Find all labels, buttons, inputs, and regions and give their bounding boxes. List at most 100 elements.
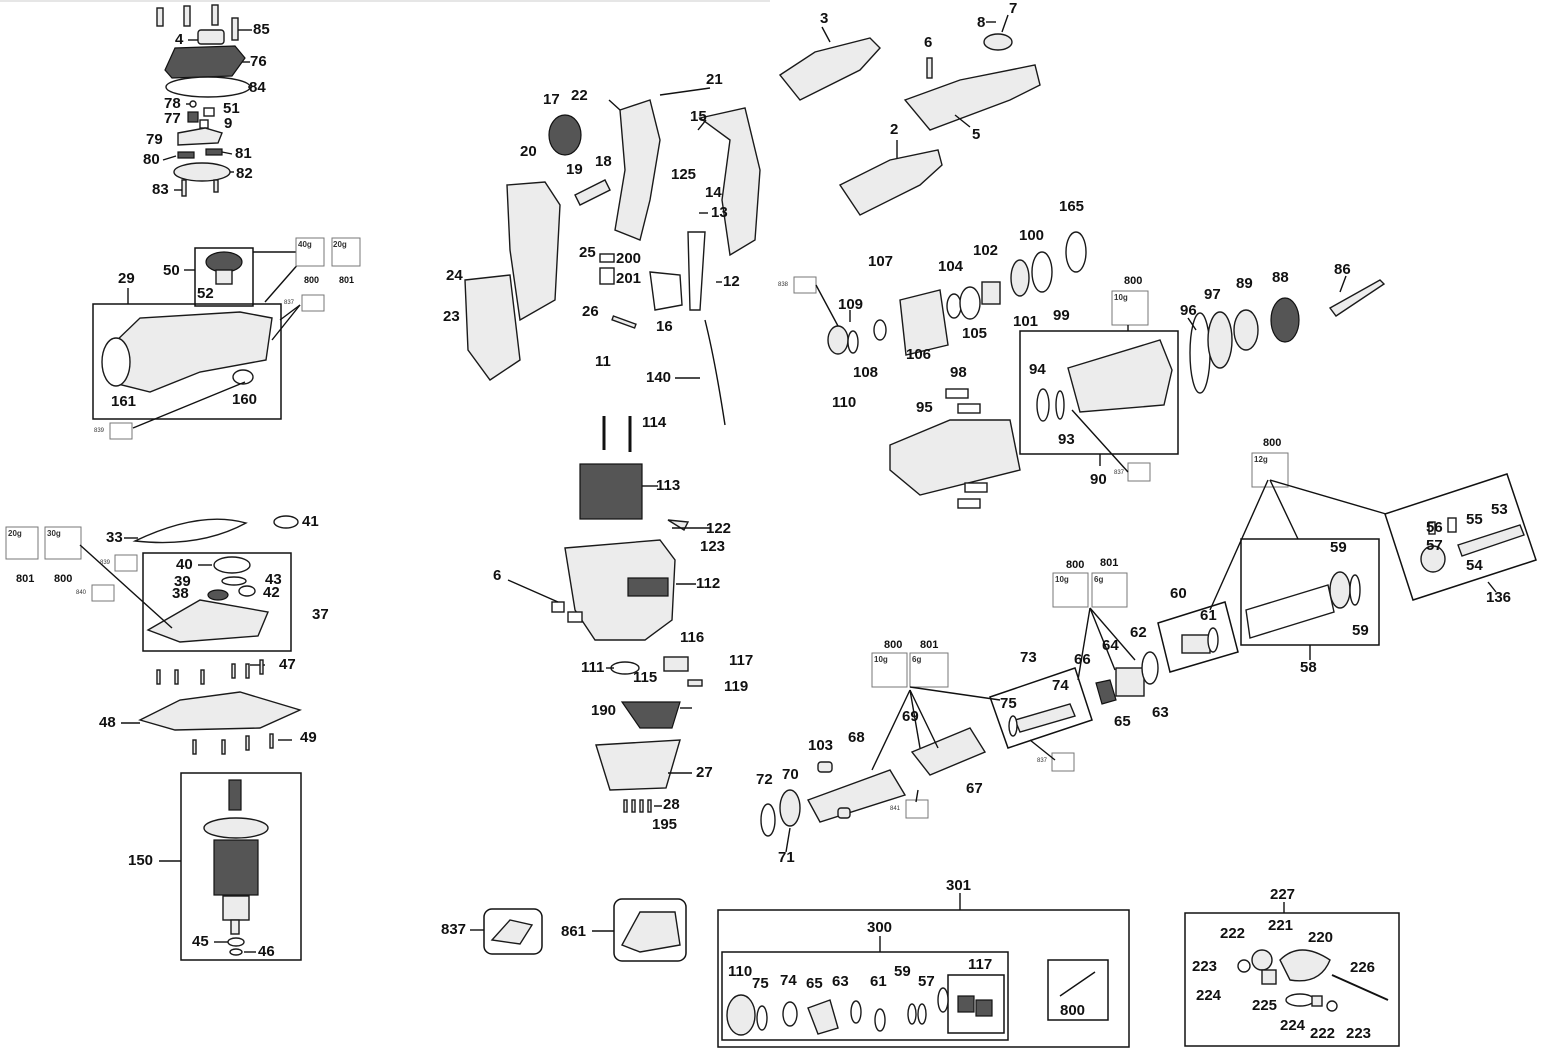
part-label-222b: 222 [1310, 1025, 1336, 1042]
part-label-136: 136 [1486, 589, 1512, 606]
part-label-190: 190 [591, 702, 617, 719]
clutch-parts [1187, 275, 1386, 394]
part-label-52: 52 [197, 285, 214, 302]
armature-assembly [159, 772, 302, 961]
part-label-86: 86 [1334, 261, 1351, 278]
housing-handle-assembly [464, 87, 761, 426]
grease-kit-801d: 801 [920, 639, 939, 651]
part-label-224a: 224 [1196, 987, 1222, 1004]
grease-kit-800c: 800 [1124, 275, 1143, 287]
part-label-114: 114 [642, 414, 667, 431]
part-label-110: 110 [832, 394, 857, 411]
part-label-37: 37 [312, 606, 329, 623]
part-label-301: 301 [946, 877, 972, 894]
grease-kit-800d: 800 [1263, 437, 1282, 449]
part-label-861: 861 [561, 923, 587, 940]
part-label-150: 150 [128, 852, 154, 869]
striker-assembly [909, 607, 1159, 761]
grease-kit-801b: 801 [16, 573, 35, 585]
part-label-93: 93 [1058, 431, 1075, 448]
part-label-73: 73 [1020, 649, 1037, 666]
part-label-222a: 222 [1220, 925, 1246, 942]
motor-housing-assembly [507, 416, 710, 813]
part-label-45: 45 [192, 933, 209, 950]
part-label-220: 220 [1308, 929, 1334, 946]
icon-tag-837c: 837 [1037, 758, 1048, 764]
part-label-43: 43 [265, 571, 282, 588]
part-label-223a: 223 [1192, 958, 1218, 975]
part-label-125: 125 [671, 166, 697, 183]
part-label-59b: 59 [1352, 622, 1369, 639]
part-label-113: 113 [656, 477, 681, 494]
part-label-51: 51 [223, 100, 240, 117]
grease-weight-10g-c: 10g [874, 655, 888, 664]
part-label-117: 117 [729, 652, 754, 669]
part-label-9: 9 [224, 115, 233, 132]
grease-kit-801e: 801 [1100, 557, 1119, 569]
icon-tag-840: 840 [76, 590, 87, 596]
part-label-8: 8 [977, 14, 986, 31]
grease-weight-10g-b: 10g [1055, 575, 1069, 584]
part-label-16: 16 [656, 318, 673, 335]
part-label-18: 18 [595, 153, 612, 170]
part-label-71: 71 [778, 849, 795, 866]
part-label-47: 47 [279, 656, 296, 673]
grease-weight-40g: 40g [298, 240, 312, 249]
part-label-112: 112 [696, 575, 721, 592]
part-label-61: 61 [1200, 607, 1217, 624]
part-label-49: 49 [300, 729, 317, 746]
part-label-95: 95 [916, 399, 933, 416]
part-label-223b: 223 [1346, 1025, 1372, 1042]
part-label-11: 11 [595, 353, 611, 370]
part-label-101: 101 [1013, 313, 1039, 330]
part-label-84: 84 [249, 79, 266, 96]
part-label-119: 119 [724, 678, 749, 695]
part-label-17: 17 [543, 91, 560, 108]
grease-kit-801a: 801 [339, 275, 355, 285]
part-label-41: 41 [302, 513, 319, 530]
part-label-140: 140 [646, 369, 672, 386]
part-label-81: 81 [235, 145, 252, 162]
tool-holder-assembly [1269, 473, 1537, 601]
part-label-106: 106 [906, 346, 932, 363]
part-label-12: 12 [723, 273, 740, 290]
part-label-58: 58 [1300, 659, 1317, 676]
part-label-85: 85 [253, 21, 270, 38]
part-label-67: 67 [966, 780, 983, 797]
grease-weight-20g-b: 20g [8, 529, 22, 538]
icon-tag-837b: 837 [1114, 470, 1125, 476]
part-label-225: 225 [1252, 997, 1278, 1014]
part-label-69: 69 [902, 708, 919, 725]
part-label-837: 837 [441, 921, 467, 938]
part-label-25: 25 [579, 244, 596, 261]
part-label-116: 116 [680, 629, 705, 646]
part-label-19: 19 [566, 161, 583, 178]
part-label-63: 63 [1152, 704, 1169, 721]
part-label-221: 221 [1268, 917, 1294, 934]
kit-item-59: 59 [894, 963, 911, 980]
part-label-78: 78 [164, 95, 181, 112]
part-label-195: 195 [652, 816, 678, 833]
part-label-59a: 59 [1330, 539, 1347, 556]
kit-item-74: 74 [780, 972, 797, 989]
cylinder-assembly [815, 231, 1129, 356]
kit-item-75: 75 [752, 975, 769, 992]
grease-kit-800f: 800 [884, 639, 903, 651]
part-label-24: 24 [446, 267, 463, 284]
part-label-82: 82 [236, 165, 253, 182]
part-label-6b: 6 [493, 567, 502, 584]
part-label-53: 53 [1491, 501, 1508, 518]
part-label-99: 99 [1053, 307, 1070, 324]
grease-kit-800a: 800 [304, 275, 320, 285]
part-label-98: 98 [950, 364, 967, 381]
grease-weight-30g: 30g [47, 529, 61, 538]
grease-weight-6g-b: 6g [912, 655, 922, 664]
part-label-115: 115 [633, 669, 658, 686]
icon-tag-837a: 837 [284, 300, 295, 306]
gear-housing-assembly [92, 247, 301, 429]
part-label-224b: 224 [1280, 1017, 1306, 1034]
part-label-60: 60 [1170, 585, 1187, 602]
part-label-226: 226 [1350, 959, 1376, 976]
part-label-227: 227 [1270, 886, 1296, 903]
part-label-21: 21 [706, 71, 723, 88]
